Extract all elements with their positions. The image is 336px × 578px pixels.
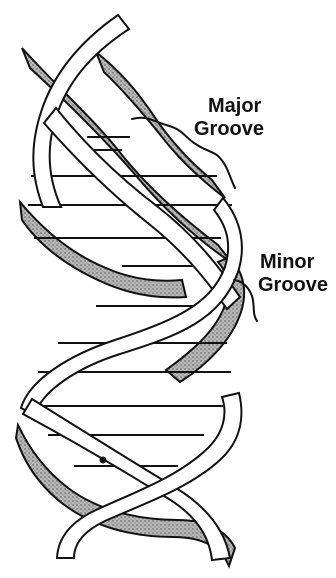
- minor-label-line-2: Groove: [258, 274, 328, 296]
- back-strand-segment-5: [16, 425, 235, 566]
- minor-groove-label: Minor Groove: [258, 251, 328, 296]
- strand-dot-marker: [100, 457, 107, 464]
- major-label-line-2: Groove: [194, 118, 264, 140]
- minor-label-line-1: Minor: [260, 251, 315, 273]
- major-groove-label: Major Groove: [194, 95, 264, 140]
- major-label-line-1: Major: [208, 95, 262, 117]
